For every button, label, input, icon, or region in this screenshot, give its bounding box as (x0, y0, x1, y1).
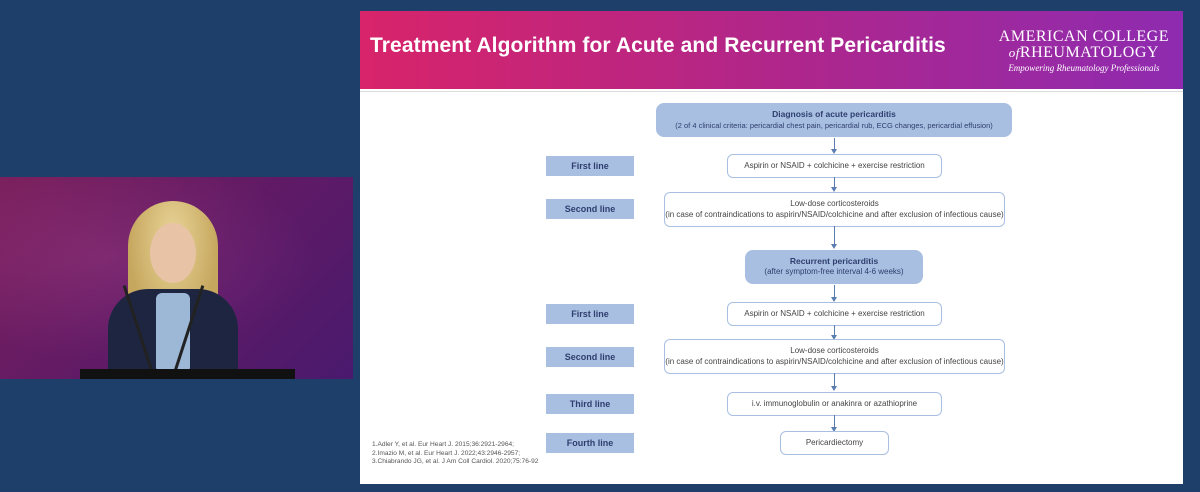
recurrent-second-line-box: Low-dose corticosteroids (in case of con… (664, 339, 1005, 374)
recurrent-fourth-line-label: Fourth line (546, 433, 634, 453)
speaker-video (0, 177, 353, 379)
recurrent-second-line-label: Second line (546, 347, 634, 367)
acute-second-line-text2: (in case of contraindications to aspirin… (665, 209, 1004, 219)
acute-diagnosis-criteria: (2 of 4 clinical criteria: pericardial c… (675, 120, 993, 130)
recurrent-diagnosis-box: Recurrent pericarditis (after symptom-fr… (745, 250, 923, 284)
recurrent-diagnosis-heading: Recurrent pericarditis (789, 255, 879, 266)
flow-arrow (831, 177, 837, 192)
flow-arrow (831, 285, 837, 302)
acr-logo: AMERICAN COLLEGE ofRHEUMATOLOGY Empoweri… (999, 29, 1169, 73)
recurrent-third-line-box: i.v. immunoglobulin or anakinra or azath… (727, 392, 942, 416)
logo-line1: AMERICAN COLLEGE (998, 28, 1169, 45)
recurrent-first-line-box: Aspirin or NSAID + colchicine + exercise… (727, 302, 942, 326)
recurrent-second-line-text1: Low-dose corticosteroids (790, 345, 879, 355)
recurrent-second-line-text2: (in case of contraindications to aspirin… (665, 356, 1004, 366)
acute-first-line-box: Aspirin or NSAID + colchicine + exercise… (727, 154, 942, 178)
logo-tagline: Empowering Rheumatology Professionals (1008, 63, 1160, 73)
logo-line2-prefix: of (1008, 45, 1020, 60)
recurrent-diagnosis-sub: (after symptom-free interval 4-6 weeks) (764, 267, 904, 277)
recurrent-first-line-label: First line (546, 304, 634, 324)
reference-2: 2.Imazio M, et al. Eur Heart J. 2022;43:… (372, 449, 521, 457)
flow-arrow (831, 138, 837, 154)
references: 1.Adler Y, et al. Eur Heart J. 2015;36:2… (372, 441, 557, 467)
flow-arrow (831, 415, 837, 432)
logo-line2-text: RHEUMATOLOGY (1019, 44, 1159, 61)
logo-line2: ofRHEUMATOLOGY (999, 45, 1169, 61)
recurrent-third-line-text: i.v. immunoglobulin or anakinra or azath… (751, 398, 918, 408)
reference-3: 3.Chiabrando JG, et al. J Am Coll Cardio… (372, 458, 539, 466)
flow-arrow (831, 325, 837, 340)
acute-diagnosis-heading: Diagnosis of acute pericarditis (772, 109, 896, 120)
acute-second-line-text1: Low-dose corticosteroids (790, 198, 879, 208)
reference-1: 1.Adler Y, et al. Eur Heart J. 2015;36:2… (372, 441, 514, 448)
slide-header: Treatment Algorithm for Acute and Recurr… (360, 11, 1183, 89)
recurrent-first-line-text: Aspirin or NSAID + colchicine + exercise… (744, 308, 925, 318)
recurrent-fourth-line-box: Pericardiectomy (780, 431, 889, 455)
presentation-slide: Treatment Algorithm for Acute and Recurr… (360, 11, 1183, 484)
acute-first-line-text: Aspirin or NSAID + colchicine + exercise… (744, 160, 925, 170)
speaker (108, 201, 238, 379)
recurrent-fourth-line-text: Pericardiectomy (805, 437, 864, 447)
acute-diagnosis-box: Diagnosis of acute pericarditis (2 of 4 … (656, 103, 1012, 137)
acute-second-line-label: Second line (546, 199, 634, 219)
acute-first-line-label: First line (546, 156, 634, 176)
acute-second-line-box: Low-dose corticosteroids (in case of con… (664, 192, 1005, 227)
header-divider (360, 91, 1183, 92)
recurrent-third-line-label: Third line (546, 394, 634, 414)
podium (80, 369, 295, 379)
slide-title: Treatment Algorithm for Acute and Recurr… (370, 34, 946, 57)
flow-arrow (831, 373, 837, 391)
flow-arrow (831, 226, 837, 249)
